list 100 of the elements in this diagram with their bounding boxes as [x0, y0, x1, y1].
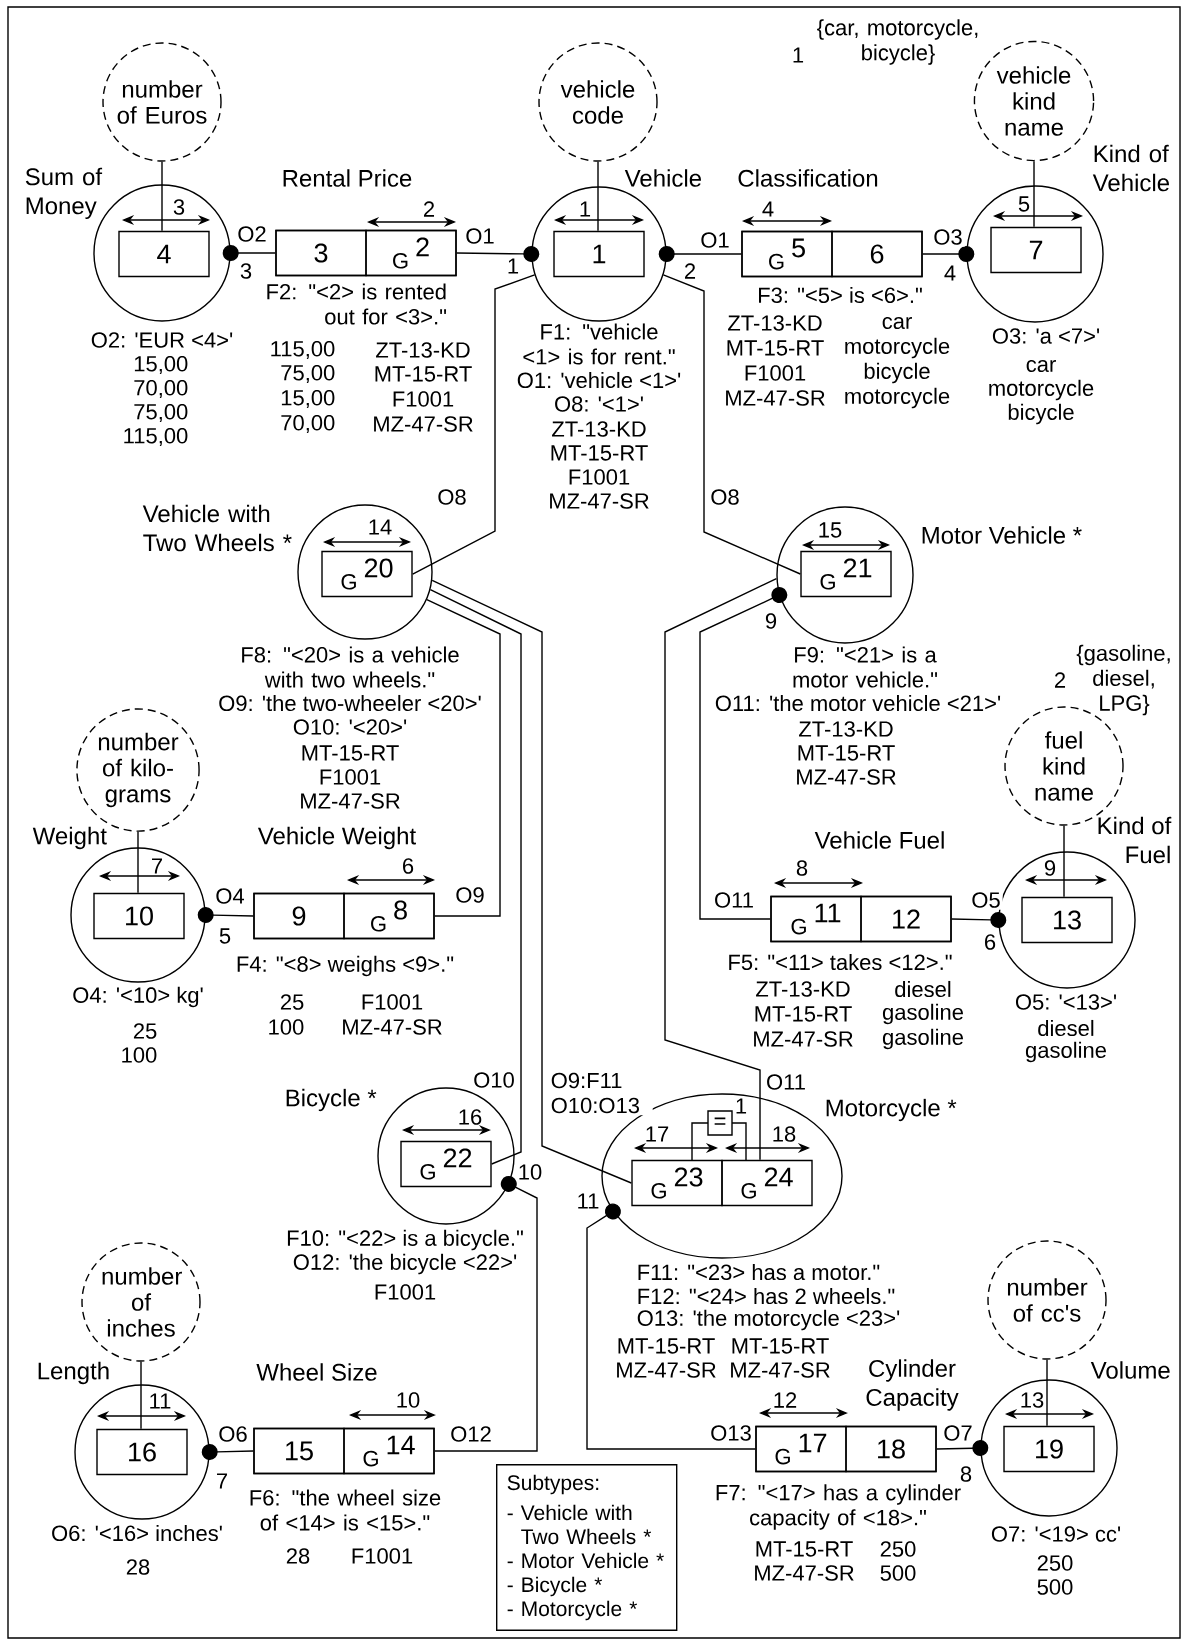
edge-label: O2: [235, 224, 269, 244]
constraint-number: 9: [1044, 860, 1056, 876]
population-value: MZ-47-SR: [343, 1019, 442, 1035]
role-box: 4: [118, 230, 210, 278]
role-box: 19: [1003, 1425, 1095, 1473]
edge-label: O4: [213, 886, 247, 906]
role-box: 9: [253, 892, 345, 940]
role-number: 9: [765, 613, 777, 629]
population-value: car: [1026, 360, 1056, 373]
population-value: 75,00: [134, 403, 188, 423]
population-value: 100: [269, 1019, 304, 1035]
population-value: MZ-47-SR: [550, 493, 649, 509]
node-label: Wheel Size: [256, 1363, 377, 1381]
population-value: 500: [1037, 1579, 1073, 1595]
population-value: 115,00: [124, 427, 188, 447]
population-value: MZ-47-SR: [731, 1362, 830, 1378]
connector-line: [201, 1444, 254, 1460]
edge-label: O9: [453, 885, 487, 905]
expression-text: F12: "<24> has 2 wheels.": [638, 1287, 895, 1305]
connector-line: [664, 577, 778, 1161]
role-box: 15: [253, 1427, 345, 1475]
connector-line: [658, 246, 742, 262]
edge-label: O5: [969, 890, 1003, 910]
constraint-number: 1: [580, 201, 591, 217]
population-value: gasoline: [1025, 1041, 1106, 1063]
role-box: 13: [1021, 896, 1113, 944]
connector-line: [922, 246, 975, 262]
role-number: 4: [944, 265, 956, 281]
expression-text: F2: "<2> is rented out for <3>.": [267, 283, 447, 325]
connector-line: [951, 912, 1007, 928]
edge-label: O3: [931, 227, 965, 247]
population-value: motorcycle: [845, 387, 950, 409]
expression-text: F10: "<22> is a bicycle.": [287, 1229, 523, 1251]
population-value: gasoline: [882, 1028, 963, 1050]
population-value: MZ-47-SR: [755, 1565, 854, 1581]
population-value: MT-15-RT: [375, 366, 472, 382]
population-value: F1001: [352, 1548, 413, 1564]
connector-line: [426, 598, 501, 917]
node-label: Cylinder Capacity: [866, 1359, 959, 1411]
population-value: F1001: [320, 769, 381, 785]
expression-text: O6: '<16> inches': [52, 1524, 222, 1542]
role-box: G 17: [755, 1425, 847, 1473]
connector-line: [456, 246, 540, 262]
node-label: Classification: [738, 169, 878, 187]
role-box: G 8: [343, 892, 435, 940]
edge-label: O10: [471, 1070, 517, 1090]
edge-label: O7: [941, 1423, 975, 1443]
expression-text: F7: "<17> has a cylinder capacity of <18>.": [716, 1484, 961, 1530]
connector-line: [222, 245, 276, 261]
population-value: 25: [133, 1023, 157, 1039]
population-value: 25: [280, 994, 304, 1010]
population-value: ZT-13-KD: [799, 721, 893, 737]
role-number: 8: [960, 1466, 972, 1482]
node-label: Rental Price: [283, 169, 412, 187]
constraint-number: 13: [1021, 1392, 1044, 1408]
population-value: ZT-13-KD: [552, 421, 646, 437]
population-value: MZ-47-SR: [754, 1031, 853, 1047]
role-number: 2: [685, 263, 695, 279]
expression-text: F5: "<11> takes <12>.": [729, 953, 952, 971]
role-box: 16: [96, 1428, 188, 1476]
expression-text: F9: "<21> is a motor vehicle.": [793, 646, 938, 688]
constraint-number: 7: [152, 858, 162, 874]
subtype-list-box: Subtypes: - Vehicle with Two Wheels * - Motor Vehicle * - Bicycle * - Motorcycle *: [496, 1464, 678, 1631]
expression-text: O13: 'the motorcycle <23>': [637, 1309, 900, 1331]
edge-label: O1: [698, 230, 732, 250]
role-box: G 20: [321, 550, 413, 598]
population-value: F1001: [569, 469, 630, 485]
population-value: MT-15-RT: [618, 1338, 715, 1354]
node-label: Vehicle Fuel: [814, 831, 944, 849]
role-box: 18: [845, 1425, 937, 1473]
role-number: 10: [519, 1164, 542, 1180]
role-number: 7: [217, 1473, 227, 1489]
expression-text: O11: 'the motor vehicle <21>': [715, 694, 1001, 712]
population-value: MT-15-RT: [732, 1338, 829, 1354]
population-value: gasoline: [882, 1003, 963, 1025]
connector-line: [434, 1175, 538, 1452]
expression-text: O2: 'EUR <4>': [91, 332, 233, 348]
expression-text: O4: '<10> kg': [73, 986, 203, 1008]
population-value: 15,00: [281, 389, 335, 409]
population-value: MZ-47-SR: [726, 390, 825, 406]
role-number: 11: [578, 1193, 599, 1209]
edge-label: O9:F11 O10:O13: [548, 1070, 653, 1116]
role-box: G 5: [741, 230, 833, 278]
constraint-number: 6: [403, 858, 414, 874]
role-box: 3: [275, 229, 367, 277]
expression-text: O9: 'the two-wheeler <20>': [219, 694, 481, 712]
role-box: 6: [831, 230, 923, 278]
role-box: G 23: [631, 1159, 723, 1207]
role-box: G 2: [365, 229, 457, 277]
edge-label: O6: [216, 1424, 250, 1444]
edge-label: O1: [463, 226, 497, 246]
role-box: G 14: [343, 1427, 435, 1475]
population-value: 250: [880, 1541, 916, 1557]
role-number: 1: [508, 258, 519, 274]
role-box: G 22: [400, 1140, 492, 1188]
population-value: MZ-47-SR: [374, 416, 473, 432]
constraint-number: 10: [397, 1392, 420, 1408]
connector-line: [412, 274, 536, 575]
edge-label: O8: [435, 487, 469, 507]
population-value: diesel: [1038, 1019, 1094, 1037]
